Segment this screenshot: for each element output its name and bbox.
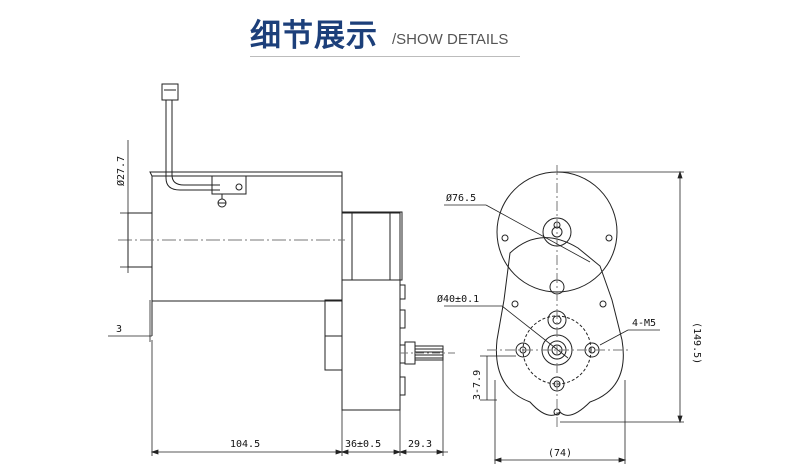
dim-arrow: [618, 457, 627, 463]
label-diameter-40: Ø40±0.1: [437, 293, 479, 305]
dim-arrow: [393, 449, 402, 455]
dim-arrow: [493, 457, 502, 463]
gearbox-boss: [399, 309, 406, 329]
label-diameter-76-5: Ø76.5: [446, 192, 476, 204]
dim-arrow: [677, 415, 683, 424]
side-view-dimensions: [108, 140, 448, 456]
dim-arrow: [398, 449, 407, 455]
section-title: 细节展示: [250, 18, 378, 54]
side-hole: [599, 300, 607, 308]
gearbox-boss: [399, 344, 406, 364]
dim-arrow: [335, 449, 344, 455]
gearbox-top-block: [341, 211, 403, 281]
label-width-74: (74): [548, 448, 572, 459]
leader-line: [599, 329, 629, 346]
flange-hole: [605, 234, 613, 242]
header-divider: [250, 56, 520, 57]
label-holes-3-7-9: 3-7.9: [472, 370, 483, 400]
gearbox-boss: [399, 376, 406, 396]
dim-arrow: [677, 170, 683, 179]
motor-rear-flange: [149, 171, 343, 177]
leader-line: [501, 305, 569, 359]
dim-arrow: [150, 449, 159, 455]
front-view: [487, 165, 630, 428]
label-diameter-27-7: Ø27.7: [115, 156, 127, 186]
gearbox-outline: [324, 212, 401, 411]
label-holes-4-m5: 4-M5: [632, 318, 656, 329]
motor-body: [151, 175, 343, 302]
header: 细节展示 /SHOW DETAILS: [0, 0, 790, 70]
front-view-labels: Ø76.5 Ø40±0.1 4-M5 3-7.9 (149.5) (74): [437, 192, 702, 459]
gearbox-boss: [399, 284, 406, 300]
section-subtitle: /SHOW DETAILS: [392, 31, 509, 48]
label-dim-3: 3: [116, 324, 122, 335]
dim-arrow: [436, 449, 445, 455]
label-height-149-5: (149.5): [691, 322, 702, 364]
label-length-29-3: 29.3: [408, 439, 432, 450]
cable: [165, 100, 220, 191]
connector-plug: [161, 83, 179, 101]
leader-line: [485, 204, 591, 263]
gearbox-front-profile: [495, 237, 624, 416]
side-hole: [511, 300, 519, 308]
side-view: [118, 83, 455, 411]
gearbox-side-plate: [324, 335, 343, 371]
dim-arrow: [340, 449, 349, 455]
flange-hole: [501, 234, 509, 242]
label-length-104-5: 104.5: [230, 439, 260, 450]
cable-clamp: [211, 175, 247, 195]
motor-lower-body: [151, 300, 325, 336]
side-view-labels: Ø27.7 3 104.5 36±0.5 29.3: [115, 156, 432, 450]
gearbox-lower-block: [341, 279, 401, 411]
clamp-screw: [235, 183, 243, 191]
label-length-36: 36±0.5: [345, 439, 381, 450]
front-view-dimensions: [444, 170, 684, 464]
